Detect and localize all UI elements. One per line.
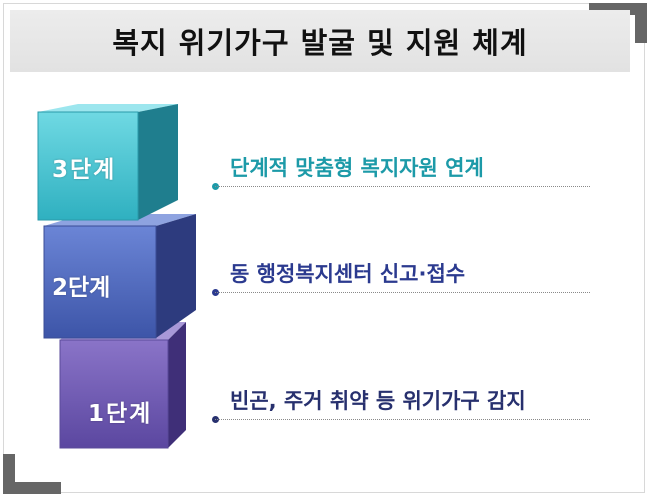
slide-frame bbox=[3, 3, 645, 493]
title-bar: 복지 위기가구 발굴 및 지원 체계 bbox=[10, 10, 630, 72]
corner-bracket-top-right-vertical bbox=[635, 3, 647, 43]
step-2-cube-graphic bbox=[43, 214, 196, 339]
step-2-label: 2단계 bbox=[52, 275, 111, 301]
step-3-dotted-line bbox=[215, 186, 590, 187]
step-3-cube-graphic bbox=[37, 104, 178, 221]
step-1-label: 1단계 bbox=[88, 401, 153, 427]
step-2-description: 동 행정복지센터 신고·접수 bbox=[230, 262, 466, 286]
step-2-block: 2단계 bbox=[42, 214, 202, 344]
step-3-label: 3단계 bbox=[52, 157, 117, 183]
corner-bracket-bottom-left bbox=[3, 482, 61, 494]
step-1-description: 빈곤, 주거 취약 등 위기가구 감지 bbox=[230, 389, 526, 413]
step-2-dotted-line bbox=[215, 292, 590, 293]
step-1-dotted-line bbox=[215, 419, 590, 420]
step-3-description: 단계적 맞춤형 복지자원 연계 bbox=[230, 156, 484, 180]
step-3-block: 3단계 bbox=[36, 104, 186, 224]
corner-bracket-bottom-left-vertical bbox=[3, 454, 15, 494]
page-title: 복지 위기가구 발굴 및 지원 체계 bbox=[112, 26, 528, 60]
